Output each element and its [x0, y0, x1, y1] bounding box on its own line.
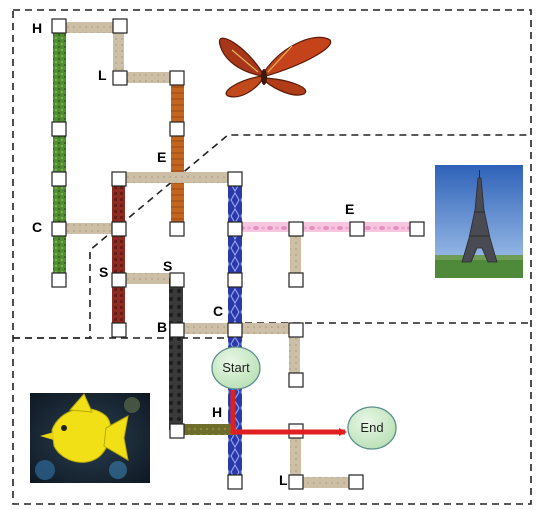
outer-border: [12, 9, 532, 505]
link-segment: [238, 323, 298, 334]
end-bubble: End: [347, 406, 397, 450]
node: [227, 322, 243, 338]
route-e-segment: [235, 222, 415, 232]
yellow-fish-image: [30, 393, 150, 483]
label-c-mid: C: [213, 303, 223, 319]
node: [409, 221, 425, 237]
node: [111, 171, 127, 187]
label-b-mid: B: [157, 319, 167, 335]
start-label: Start: [222, 360, 250, 375]
node: [169, 70, 185, 86]
node: [51, 272, 67, 288]
node: [227, 474, 243, 490]
node: [51, 18, 67, 34]
butterfly-image: [218, 36, 332, 98]
route-b-segment: [169, 278, 183, 430]
link-segment: [60, 223, 120, 234]
node: [51, 221, 67, 237]
node: [112, 70, 128, 86]
link-segment: [289, 328, 300, 380]
node: [227, 171, 243, 187]
node: [111, 272, 127, 288]
region-borders: [12, 9, 532, 505]
eiffel-tower-image: [435, 165, 523, 278]
label-s-right: S: [163, 258, 172, 274]
node: [349, 221, 365, 237]
node: [227, 221, 243, 237]
node: [348, 474, 364, 490]
nodes: [51, 18, 425, 490]
node: [288, 272, 304, 288]
link-segment: [295, 477, 355, 488]
route-s-segment: [112, 180, 125, 330]
node: [288, 221, 304, 237]
label-c-left: C: [32, 219, 42, 235]
link-segment: [118, 72, 178, 83]
link-segment: [176, 323, 236, 334]
node: [169, 272, 185, 288]
label-s-left: S: [99, 264, 108, 280]
node: [169, 121, 185, 137]
link-segment: [118, 273, 176, 284]
routes: [53, 22, 415, 488]
route-olive-segment: [176, 424, 236, 435]
end-label: End: [360, 420, 383, 435]
label-e-right: E: [345, 201, 354, 217]
solution-path: [230, 390, 347, 436]
node: [288, 474, 304, 490]
node: [51, 121, 67, 137]
link-segment: [290, 228, 301, 278]
label-l-top: L: [98, 67, 107, 83]
node: [169, 322, 185, 338]
link-segment: [113, 28, 124, 78]
label-h-top: H: [32, 20, 42, 36]
link-segment: [290, 430, 301, 482]
node: [111, 322, 127, 338]
node: [111, 221, 127, 237]
route-l-segment: [171, 80, 184, 230]
link-segment: [60, 22, 125, 33]
node: [169, 423, 185, 439]
link-segment: [118, 172, 238, 183]
route-h-segment: [53, 28, 66, 280]
label-l-bottom: L: [279, 472, 288, 488]
route-labels: H L E C E S S C B H L: [32, 20, 354, 488]
node: [112, 18, 128, 34]
label-e-mid: E: [157, 149, 166, 165]
node: [169, 221, 185, 237]
node: [288, 322, 304, 338]
node: [288, 372, 304, 388]
label-h-bottom: H: [212, 404, 222, 420]
start-bubble: Start: [211, 346, 261, 390]
path-arrow: [230, 390, 347, 436]
node: [227, 272, 243, 288]
node: [51, 171, 67, 187]
